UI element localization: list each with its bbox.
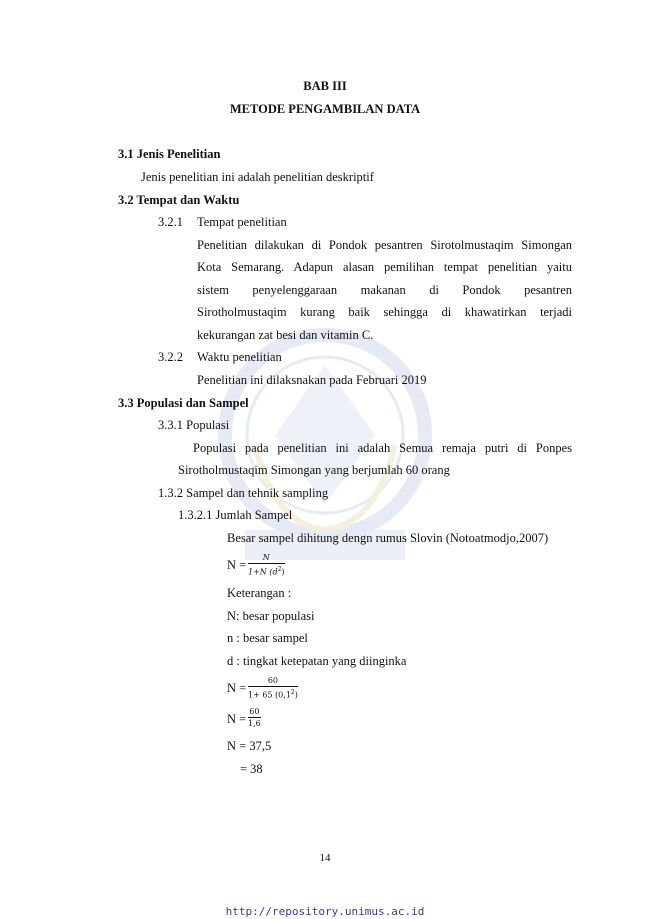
formula-3-fraction: 60 1,6 xyxy=(248,707,261,728)
paragraph-3-2-1-line: Kota Semarang. Adapun alasan pemilihan t… xyxy=(197,260,572,274)
formula-2-paren: ) xyxy=(294,690,298,700)
formula-2-fraction: 60 1+ 65 (0,12) xyxy=(248,676,298,700)
paragraph-3-2-2: Penelitian ini dilaksnakan pada Februari… xyxy=(197,373,427,387)
keterangan-label: Keterangan : xyxy=(227,586,292,600)
subsection-title-1-3-2: 1.3.2 Sampel dan tehnik sampling xyxy=(158,486,329,500)
subsection-title-1-3-2-1: 1.3.2.1 Jumlah Sampel xyxy=(178,508,293,522)
formula-2-numerator: 60 xyxy=(248,676,298,687)
formula-1-paren: ) xyxy=(281,567,285,577)
formula-intro: Besar sampel dihitung dengn rumus Slovin… xyxy=(227,531,549,545)
formula-3-numerator: 60 xyxy=(248,707,261,718)
subsection-title-3-2-2: Waktu penelitian xyxy=(197,350,282,364)
formula-1-lhs: N = xyxy=(227,558,247,572)
paragraph-3-2-1-line: kekurangan zat besi dan vitamin C. xyxy=(197,328,374,342)
university-seal-watermark xyxy=(218,328,432,560)
subsection-title-3-2-1: Tempat penelitian xyxy=(197,215,287,229)
section-heading-3-2: 3.2 Tempat dan Waktu xyxy=(118,193,240,207)
formula-3-lhs: N = xyxy=(227,712,247,726)
formula-1-fraction: N 1+N (d2) xyxy=(248,553,285,577)
subsection-title-3-3-1: 3.3.1 Populasi xyxy=(158,418,230,432)
chapter-title: METODE PENGAMBILAN DATA xyxy=(229,102,421,116)
paragraph-3-2-1-line: Penelitian dilakukan di Pondok pesantren… xyxy=(197,238,572,252)
formula-1-numerator: N xyxy=(248,553,285,564)
paragraph-3-3-1-line: Sirotholmustaqim Simongan yang berjumlah… xyxy=(178,463,450,477)
section-heading-3-1: 3.1 Jenis Penelitian xyxy=(118,147,221,161)
formula-result: N = 37,5 xyxy=(227,739,272,753)
keterangan-item: N: besar populasi xyxy=(227,609,315,623)
paragraph-3-2-1-line: sistem penyelenggaraan makanan di Pondok… xyxy=(197,283,572,297)
formula-1-exponent: 2 xyxy=(277,566,282,573)
formula-3-denominator: 1,6 xyxy=(248,719,261,728)
section-heading-3-3: 3.3 Populasi dan Sampel xyxy=(118,396,249,410)
formula-2-denominator: 1+ 65 (0,1 xyxy=(248,690,291,700)
paragraph-3-3-1-line: Populasi pada penelitian ini adalah Semu… xyxy=(193,441,572,455)
chapter-number: BAB III xyxy=(303,79,347,93)
subsection-number-3-2-1: 3.2.1 xyxy=(158,215,183,229)
keterangan-item: n : besar sampel xyxy=(227,631,308,645)
formula-2-lhs: N = xyxy=(227,681,247,695)
subsection-number-3-2-2: 3.2.2 xyxy=(158,350,183,364)
formula-1-denominator: 1+N (d xyxy=(248,567,278,577)
paragraph-3-2-1-line: Sirotholmustaqim kurang baik sehingga di… xyxy=(197,305,572,319)
formula-result-rounded: = 38 xyxy=(240,762,263,776)
paragraph-3-1: Jenis penelitian ini adalah penelitian d… xyxy=(141,170,374,184)
repository-url-link[interactable]: http://repository.unimus.ac.id xyxy=(225,905,425,918)
formula-2-exponent: 2 xyxy=(290,689,295,696)
keterangan-item: d : tingkat ketepatan yang diinginka xyxy=(227,654,407,668)
page-number: 14 xyxy=(319,852,331,864)
